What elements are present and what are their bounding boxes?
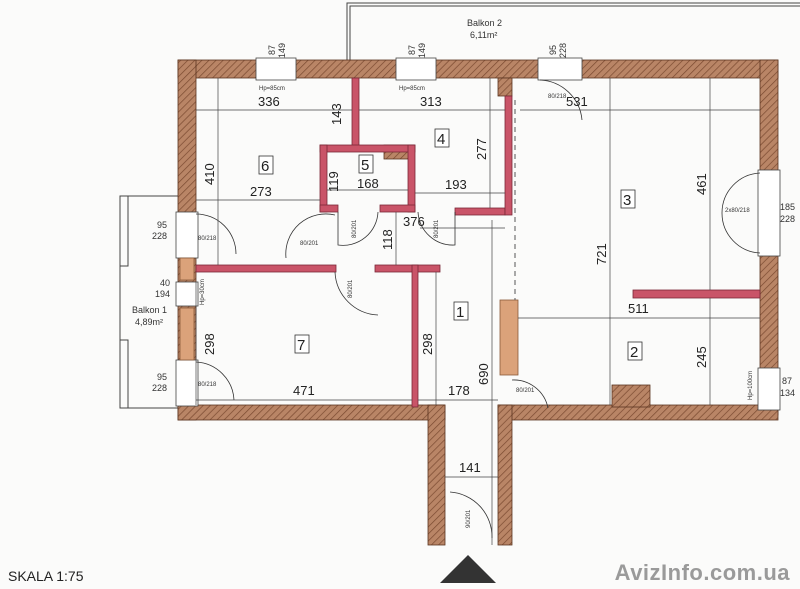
dim-r4-height: 277	[474, 138, 489, 160]
watermark: AvizInfo.com.ua	[614, 560, 790, 585]
balcony-1-name: Balkon 1	[132, 305, 167, 315]
dim-r2-width: 511	[628, 301, 649, 316]
dim-r2-height: 245	[694, 346, 709, 368]
room-1: 1	[456, 304, 464, 321]
door-label-room-5: 80/201	[352, 219, 358, 238]
dim-r6-bottom: 273	[250, 184, 272, 199]
window-6-width: 95	[157, 372, 167, 382]
dim-r6-height: 410	[202, 163, 217, 185]
room-3: 3	[623, 192, 631, 209]
dim-r5-width: 168	[357, 176, 379, 191]
dim-r6-width: 336	[258, 94, 280, 109]
dim-r3-width: 531	[566, 94, 588, 109]
balcony-1-area: 4,89m²	[135, 317, 163, 327]
window-5-sill: Hp=30cm	[200, 279, 206, 305]
window-8-height: 134	[780, 388, 795, 398]
dim-r1-length: 690	[476, 363, 491, 385]
balcony-2	[346, 2, 800, 60]
window-1-width: 87	[267, 45, 277, 55]
room-2: 2	[630, 344, 638, 361]
window-2-sill: Hp=85cm	[399, 86, 425, 92]
dim-hall-width: 376	[403, 214, 425, 229]
dim-r4-width: 313	[420, 94, 442, 109]
dim-r4-bottom: 193	[445, 177, 467, 192]
dim-r5-height: 119	[326, 171, 341, 192]
room-box-7	[294, 334, 310, 354]
windows	[175, 57, 781, 411]
window-1-sill: Hp=85cm	[259, 86, 285, 92]
room-box-5	[358, 154, 374, 174]
window-6-height: 228	[152, 383, 167, 393]
door-label-room-4: 80/201	[434, 219, 440, 238]
dim-r1-width: 178	[448, 383, 470, 398]
room-box-6	[258, 155, 274, 175]
balcony-2-area: 6,11m²	[470, 30, 497, 40]
room-4: 4	[437, 131, 445, 148]
dim-r1-height: 298	[420, 333, 435, 355]
window-5-height: 194	[155, 289, 170, 299]
entrance-arrow-icon	[440, 555, 496, 583]
window-3-width: 95	[548, 45, 558, 55]
dimension-lines	[195, 78, 760, 545]
door-label-entrance: 90/201	[466, 509, 472, 528]
window-7-width: 185	[780, 202, 795, 212]
window-5-width: 40	[160, 278, 170, 288]
door-label-room-3: 2x80/218	[725, 208, 750, 214]
balcony-2-name: Balkon 2	[467, 18, 502, 28]
window-3-height: 228	[558, 43, 568, 58]
door-label-room-6: 80/201	[300, 241, 319, 247]
dim-r3-height: 461	[694, 173, 709, 195]
window-4-width: 95	[157, 220, 167, 230]
interior-walls	[195, 77, 761, 408]
door-label-room-2: 80/201	[516, 388, 535, 394]
door-label-room-7: 80/201	[348, 279, 354, 298]
window-8-width: 87	[782, 376, 792, 386]
room-box-4	[434, 128, 450, 148]
dim-r7-height: 298	[202, 333, 217, 355]
room-box-3	[620, 189, 636, 209]
window-1-height: 149	[277, 43, 287, 58]
doors	[195, 79, 761, 539]
room-box-2	[627, 341, 643, 361]
door-label-balcony-1a: 80/218	[198, 236, 217, 242]
scale-label: SKALA 1:75	[8, 568, 84, 584]
window-2-height: 149	[417, 43, 427, 58]
room-6: 6	[261, 158, 269, 175]
door-label-balcony-1b: 80/218	[198, 382, 217, 388]
window-8-sill: Hp=100cm	[748, 371, 754, 400]
window-7-height: 228	[780, 214, 795, 224]
dim-entry-width: 141	[459, 460, 481, 475]
door-label-balcony-2: 80/218	[548, 94, 567, 100]
dim-r7-width: 471	[293, 383, 315, 398]
window-2-width: 87	[407, 45, 417, 55]
dim-r6-top: 143	[329, 103, 344, 125]
room-7: 7	[297, 337, 305, 354]
dim-total-height: 721	[594, 243, 609, 265]
room-box-1	[453, 301, 469, 321]
dim-hall-height: 118	[380, 229, 395, 250]
balcony-1	[119, 195, 178, 409]
window-4-height: 228	[152, 231, 167, 241]
room-5: 5	[361, 157, 369, 174]
pillars	[179, 257, 519, 376]
